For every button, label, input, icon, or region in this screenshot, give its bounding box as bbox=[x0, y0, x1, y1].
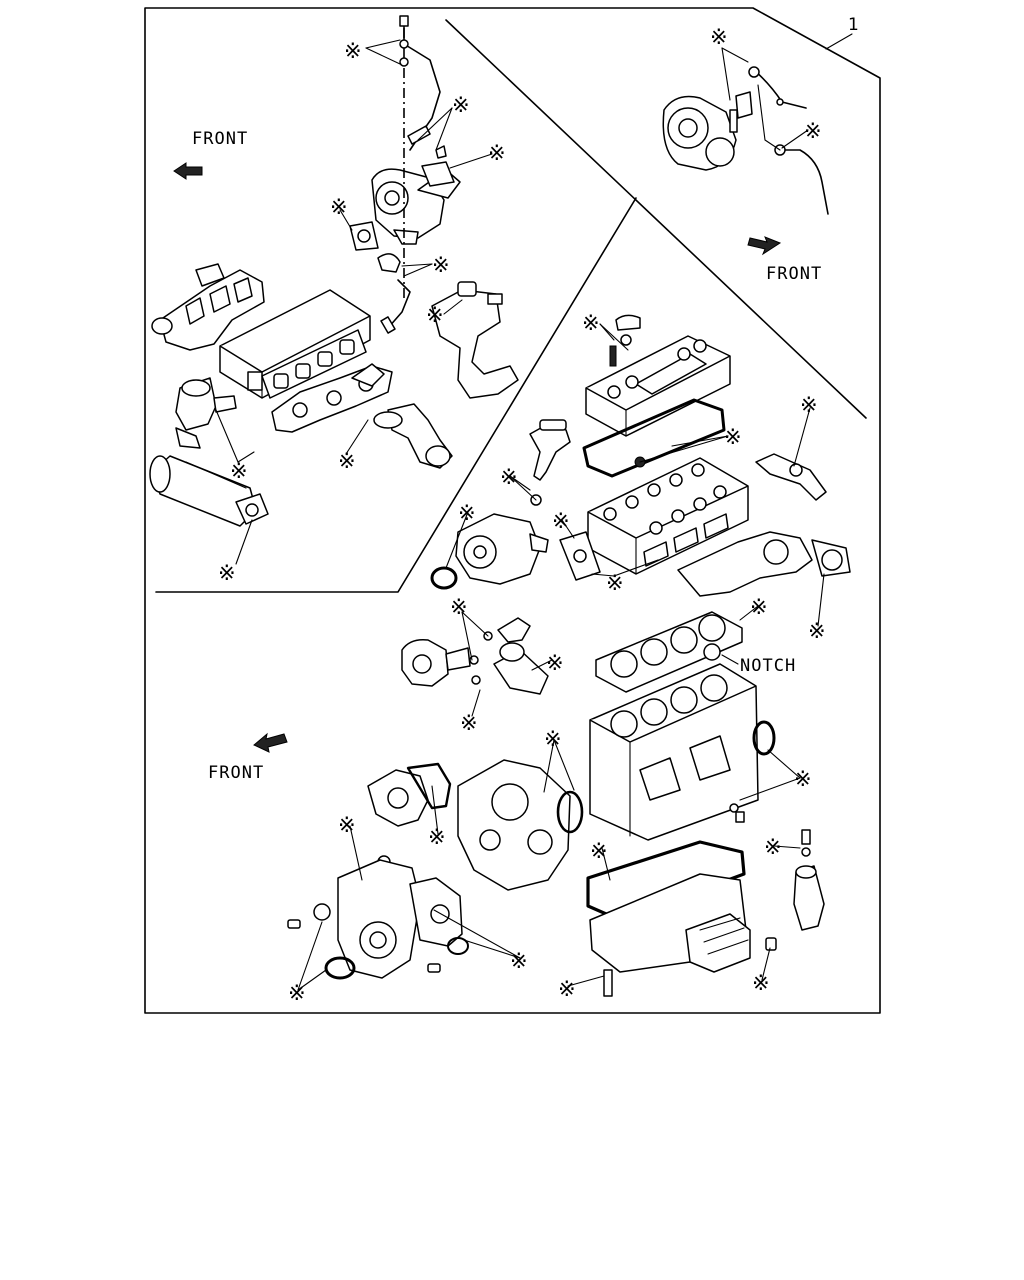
asterisk-mark-icon: ※ bbox=[218, 561, 236, 585]
leader-lines bbox=[215, 39, 825, 991]
asterisk-mark-icon: ※ bbox=[488, 141, 506, 165]
asterisk-mark-icon: ※ bbox=[460, 711, 478, 735]
notch-label: NOTCH bbox=[740, 656, 796, 676]
asterisk-mark-icon: ※ bbox=[800, 393, 818, 417]
cylinder-head-cover bbox=[585, 314, 731, 437]
exhaust-outlet-manifold bbox=[677, 453, 851, 597]
injector bbox=[529, 419, 571, 506]
front-label-top-left: FRONT bbox=[192, 129, 248, 149]
asterisk-mark-icon: ※ bbox=[724, 425, 742, 449]
asterisk-mark-icon: ※ bbox=[458, 501, 476, 525]
cylinder-head-block-small bbox=[219, 289, 371, 399]
front-arrow-icon bbox=[253, 732, 288, 753]
asterisk-mark-icon: ※ bbox=[338, 813, 356, 837]
turbo-inset bbox=[662, 66, 829, 215]
asterisk-mark-icon: ※ bbox=[764, 835, 782, 859]
cylinder-head-gasket bbox=[595, 611, 743, 693]
asterisk-mark-icon: ※ bbox=[330, 195, 348, 219]
front-arrow-icon bbox=[747, 236, 782, 256]
asterisk-mark-icon: ※ bbox=[750, 595, 768, 619]
front-label-lower-left: FRONT bbox=[208, 763, 264, 783]
small-gasket-left-of-head bbox=[559, 531, 601, 581]
asterisk-marks: ※ ※ ※ ※ ※ ※ ※ ※ ※ ※ ※ ※ ※ ※ ※ ※ ※ ※ ※ ※ … bbox=[218, 25, 826, 1005]
asterisk-mark-icon: ※ bbox=[452, 93, 470, 117]
cylinder-block bbox=[589, 663, 776, 841]
diagram-frame bbox=[144, 7, 881, 1014]
front-label-right: FRONT bbox=[766, 264, 822, 284]
callout-number: 1 bbox=[848, 15, 859, 35]
front-arrow-icon bbox=[173, 162, 203, 180]
asterisk-mark-icon: ※ bbox=[450, 595, 468, 619]
asterisk-mark-icon: ※ bbox=[804, 119, 822, 143]
turbo-main bbox=[349, 15, 461, 334]
notch-leader bbox=[721, 654, 739, 665]
asterisk-mark-icon: ※ bbox=[546, 651, 564, 675]
asterisk-mark-icon: ※ bbox=[432, 253, 450, 277]
divider-upper bbox=[445, 19, 867, 419]
front-cover bbox=[287, 859, 469, 980]
asterisk-mark-icon: ※ bbox=[344, 39, 362, 63]
exhaust-manifold bbox=[271, 363, 393, 433]
asterisk-mark-icon: ※ bbox=[606, 571, 624, 595]
asterisk-mark-icon: ※ bbox=[808, 619, 826, 643]
asterisk-mark-icon: ※ bbox=[544, 727, 562, 751]
egr-cooler bbox=[149, 455, 269, 527]
egr-valve bbox=[175, 377, 237, 449]
asterisk-mark-icon: ※ bbox=[230, 459, 248, 483]
asterisk-mark-icon: ※ bbox=[710, 25, 728, 49]
fuel-supply-pump bbox=[430, 513, 549, 590]
asterisk-mark-icon: ※ bbox=[500, 465, 518, 489]
asterisk-mark-icon: ※ bbox=[752, 971, 770, 995]
asterisk-mark-icon: ※ bbox=[794, 767, 812, 791]
asterisk-mark-icon: ※ bbox=[338, 449, 356, 473]
asterisk-mark-icon: ※ bbox=[426, 303, 444, 327]
timing-gear-case bbox=[457, 759, 584, 891]
asterisk-mark-icon: ※ bbox=[288, 981, 306, 1005]
oil-pump-and-bolt-right bbox=[729, 803, 825, 931]
thermostat-and-water-pipe bbox=[401, 617, 549, 695]
asterisk-mark-icon: ※ bbox=[590, 839, 608, 863]
asterisk-mark-icon: ※ bbox=[552, 509, 570, 533]
asterisk-mark-icon: ※ bbox=[510, 949, 528, 973]
pipe-and-oil-filter-assy bbox=[373, 281, 519, 469]
exhaust-manifold-gaskets bbox=[261, 329, 367, 399]
asterisk-mark-icon: ※ bbox=[582, 311, 600, 335]
cylinder-head bbox=[587, 457, 749, 575]
oil-pan bbox=[586, 840, 777, 997]
divider-left-section bbox=[155, 197, 637, 593]
asterisk-mark-icon: ※ bbox=[558, 977, 576, 1001]
intake-manifold bbox=[151, 263, 265, 351]
asterisk-mark-icon: ※ bbox=[428, 825, 446, 849]
water-pump bbox=[367, 762, 452, 869]
callout-leader bbox=[825, 33, 853, 50]
